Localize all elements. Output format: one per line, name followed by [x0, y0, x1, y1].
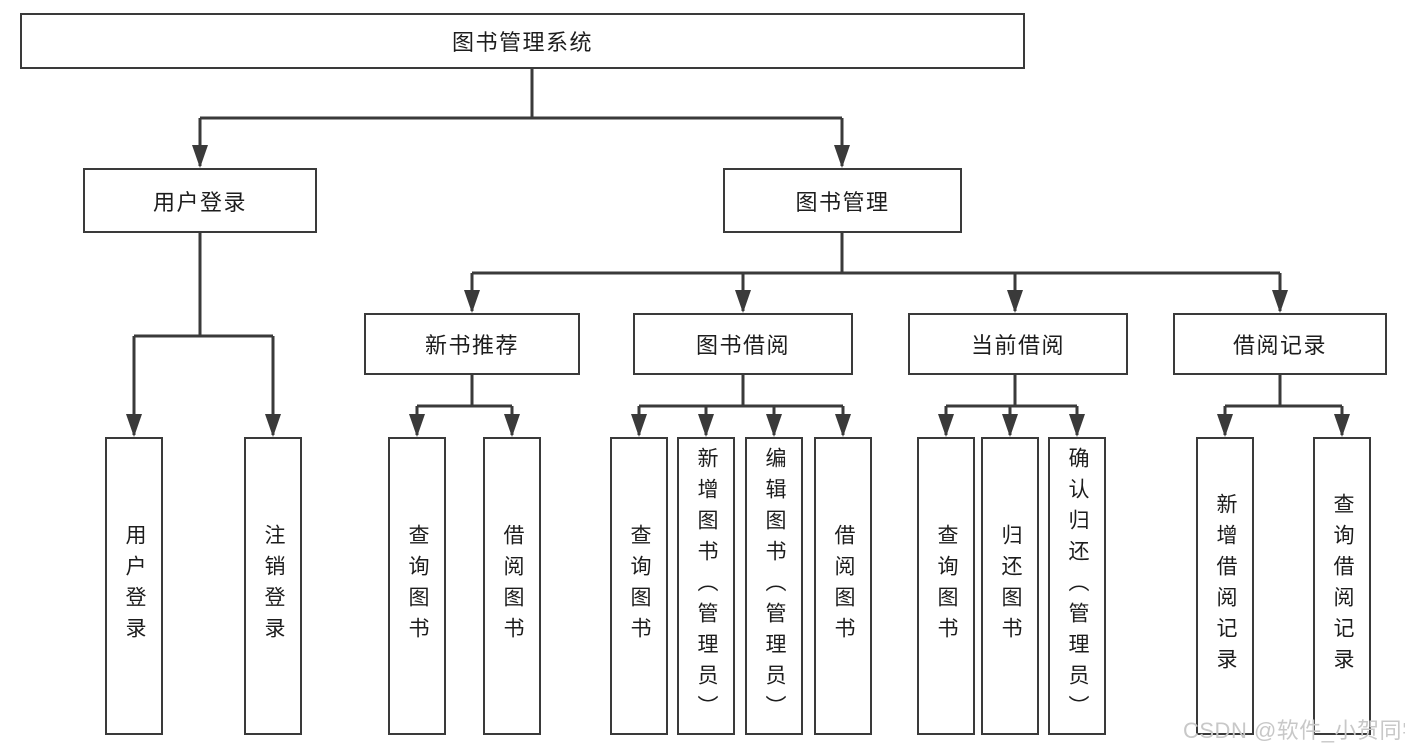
node-add-book-admin: 新增图书（管理员）	[677, 437, 735, 735]
node-confirm-return-admin: 确认归还（管理员）	[1048, 437, 1106, 735]
node-query-books-borrow: 查询图书	[610, 437, 668, 735]
node-edit-book-admin: 编辑图书（管理员）	[745, 437, 803, 735]
node-book-borrowing: 图书借阅	[633, 313, 853, 375]
node-query-books-current: 查询图书	[917, 437, 975, 735]
node-book-management: 图书管理	[723, 168, 962, 233]
csdn-watermark: CSDN @软件_小贺同学	[1183, 718, 1405, 743]
node-query-books-recommend: 查询图书	[388, 437, 446, 735]
node-return-books: 归还图书	[981, 437, 1039, 735]
node-library-management-system: 图书管理系统	[20, 13, 1025, 69]
node-borrow-books-recommend: 借阅图书	[483, 437, 541, 735]
node-borrowing-records: 借阅记录	[1173, 313, 1387, 375]
node-query-borrow-record: 查询借阅记录	[1313, 437, 1371, 735]
node-user-login: 用户登录	[83, 168, 317, 233]
node-add-borrow-record: 新增借阅记录	[1196, 437, 1254, 735]
node-borrow-books-leaf: 借阅图书	[814, 437, 872, 735]
node-logout-leaf: 注销登录	[244, 437, 302, 735]
node-new-book-recommendation: 新书推荐	[364, 313, 580, 375]
node-user-login-leaf: 用户登录	[105, 437, 163, 735]
node-current-borrowing: 当前借阅	[908, 313, 1128, 375]
